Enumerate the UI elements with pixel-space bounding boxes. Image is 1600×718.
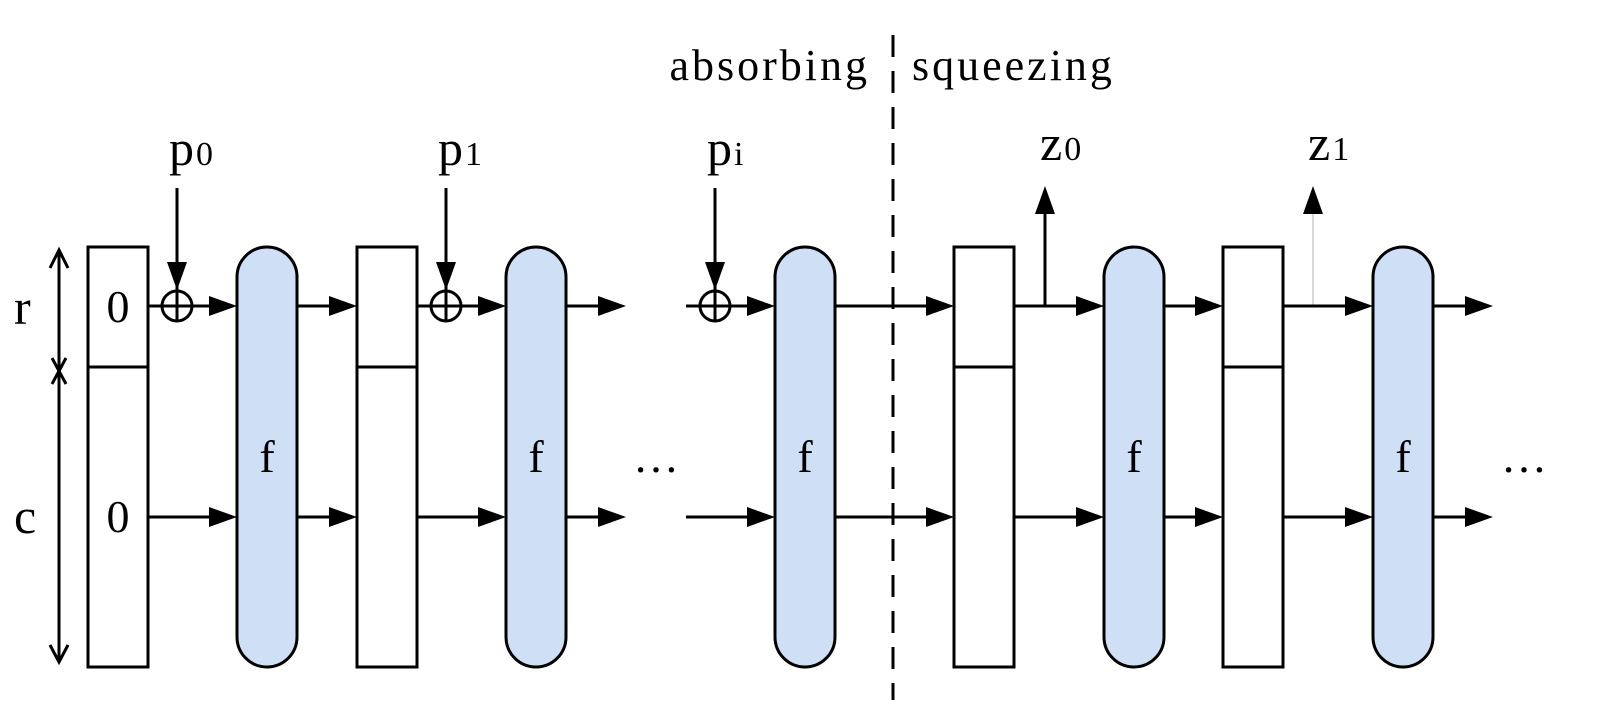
rate-capacity-dimension-arrow xyxy=(48,246,70,666)
input-label: p1 xyxy=(438,120,482,176)
flow-arrow xyxy=(835,296,954,316)
xor-icon xyxy=(160,289,194,323)
initial-capacity-value: 0 xyxy=(107,491,130,542)
flow-arrow xyxy=(1433,296,1493,316)
arrow-head xyxy=(436,262,456,290)
absorbing-phase-label: absorbing xyxy=(669,41,870,90)
capacity-label: c xyxy=(14,488,36,544)
output-label: z1 xyxy=(1308,115,1349,171)
flow-arrow xyxy=(1283,296,1373,316)
f-label: f xyxy=(259,431,275,482)
flow-arrow xyxy=(1283,507,1373,527)
state-block xyxy=(952,245,1016,669)
input-block-1: p1 xyxy=(429,120,482,323)
ellipsis-end: … xyxy=(1501,431,1547,482)
state-block xyxy=(355,245,419,669)
flow-arrow xyxy=(730,296,775,316)
permutation-f-block: f xyxy=(235,245,299,669)
xor-icon xyxy=(429,289,463,323)
flow-arrow xyxy=(461,296,506,316)
flow-arrow xyxy=(417,507,506,527)
input-block-2: pi xyxy=(698,120,743,323)
xor-icon xyxy=(698,289,732,323)
arrow-head xyxy=(705,262,725,290)
flow-arrow xyxy=(1164,296,1223,316)
f-label: f xyxy=(797,431,813,482)
squeezing-phase-label: squeezing xyxy=(912,41,1115,90)
f-label: f xyxy=(1126,431,1142,482)
initial-state-block: 0 0 xyxy=(86,245,150,669)
flow-arrow xyxy=(1433,507,1493,527)
input-label: pi xyxy=(707,120,743,176)
arrow-up-head xyxy=(1035,186,1055,214)
flow-arrow xyxy=(148,507,237,527)
flow-arrow xyxy=(192,296,237,316)
arrow-head xyxy=(167,262,187,290)
flow-arrow xyxy=(835,507,954,527)
rate-label: r xyxy=(14,279,31,335)
state-flow-arrows xyxy=(148,296,1493,527)
flow-arrow xyxy=(566,296,626,316)
flow-arrow xyxy=(566,507,626,527)
arrow-up-head xyxy=(1303,186,1323,214)
flow-arrow xyxy=(1014,507,1104,527)
state-block xyxy=(1221,245,1285,669)
input-block-0: p0 xyxy=(160,120,213,323)
output-label: z0 xyxy=(1040,115,1081,171)
output-block-0: z0 xyxy=(1035,115,1081,306)
initial-rate-value: 0 xyxy=(107,281,130,332)
input-label: p0 xyxy=(169,120,213,176)
permutation-f-block: f xyxy=(1102,245,1166,669)
flow-arrow xyxy=(686,507,775,527)
permutation-f-block: f xyxy=(504,245,568,669)
ellipsis-middle: … xyxy=(633,431,679,482)
flow-arrow xyxy=(1014,296,1104,316)
f-label: f xyxy=(1395,431,1411,482)
output-block-1: z1 xyxy=(1303,115,1349,306)
permutation-f-block: f xyxy=(773,245,837,669)
flow-arrow xyxy=(297,507,357,527)
flow-arrow xyxy=(1164,507,1223,527)
permutation-f-block: f xyxy=(1371,245,1435,669)
flow-arrow xyxy=(297,296,357,316)
f-label: f xyxy=(528,431,544,482)
